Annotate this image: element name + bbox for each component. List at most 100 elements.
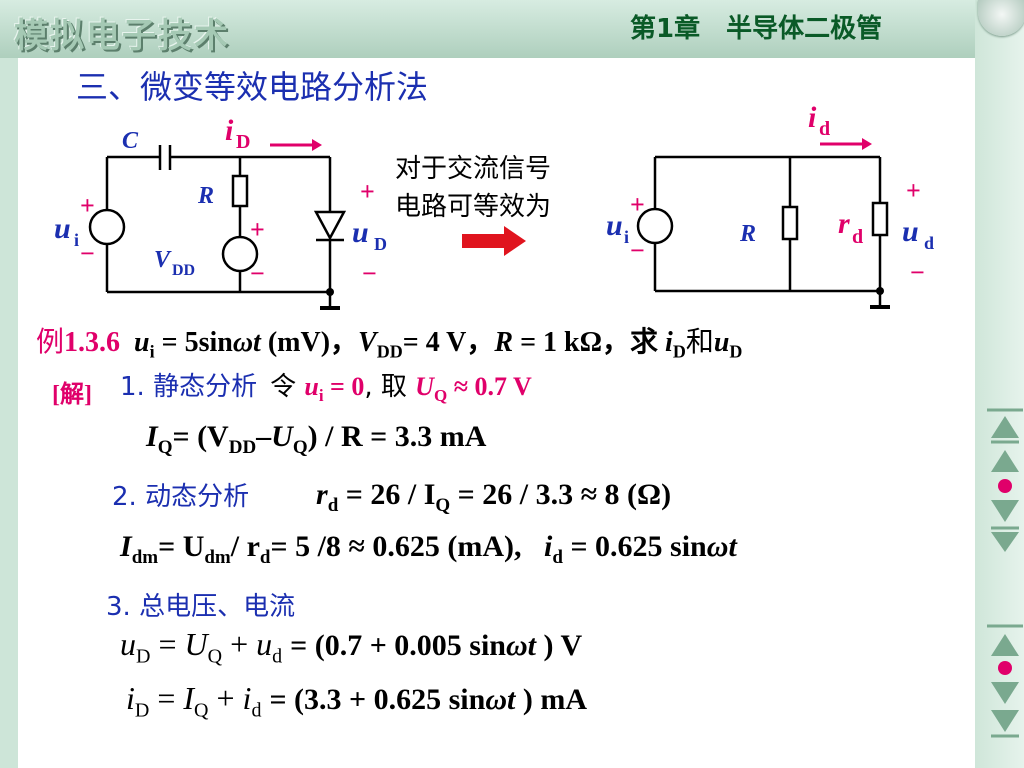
left-rail bbox=[0, 58, 18, 768]
home-dot-icon[interactable] bbox=[998, 479, 1012, 493]
rd-tail: = 26 / 3.3 ≈ 8 (Ω) bbox=[450, 478, 672, 511]
r-symbol: R bbox=[494, 327, 514, 358]
corner-ornament bbox=[978, 0, 1024, 36]
last-page-icon[interactable] bbox=[991, 526, 1019, 552]
vdd-minus: − bbox=[250, 259, 265, 288]
r-value: = 1 kΩ，求 bbox=[513, 327, 666, 358]
ud-symbol: u bbox=[713, 327, 730, 358]
id-small-symbol: i bbox=[544, 530, 553, 563]
idm-b: / r bbox=[230, 530, 260, 563]
step1-label: 1. 静态分析 bbox=[120, 372, 258, 402]
rd-iq-sub: Q bbox=[435, 495, 451, 516]
omega-t-4: ωt bbox=[485, 683, 516, 716]
next-page-icon[interactable] bbox=[991, 500, 1019, 522]
equivalence-line-2: 电路可等效为 bbox=[395, 192, 552, 222]
label-rd-sub: d bbox=[852, 226, 863, 248]
ud-minus: − bbox=[362, 259, 377, 288]
example-number: 1.3.6 bbox=[64, 327, 121, 358]
ud-total-symbol: u bbox=[120, 626, 136, 662]
iq-part-a: = (V bbox=[172, 420, 229, 453]
ui-plus: + bbox=[80, 191, 95, 220]
step1-cond: 令 bbox=[270, 372, 305, 402]
step1-line: 1. 静态分析 令 ui = 0, 取 UQ ≈ 0.7 V bbox=[120, 366, 532, 406]
label-c: C bbox=[122, 128, 139, 154]
iq-formula: IQ= (VDD–UQ) / R = 3.3 mA bbox=[146, 420, 486, 459]
ud-total: uD = UQ + ud = (0.7 + 0.005 sinωt ) V bbox=[120, 626, 583, 668]
step1-ui0: = 0 bbox=[323, 372, 365, 401]
ud-total-sub: D bbox=[136, 645, 151, 668]
prev-section-icon[interactable] bbox=[991, 634, 1019, 656]
iq-symbol: I bbox=[146, 420, 158, 453]
vdd-value: = 4 V， bbox=[402, 327, 495, 358]
next-section-icon[interactable] bbox=[991, 682, 1019, 704]
idm-symbol: I bbox=[120, 530, 132, 563]
label-ud-sub: D bbox=[374, 234, 387, 254]
step2-label: 2. 动态分析 bbox=[112, 482, 250, 512]
menu-dot-icon[interactable] bbox=[998, 661, 1012, 675]
rd-formula: rd = 26 / IQ = 26 / 3.3 ≈ 8 (Ω) bbox=[316, 478, 671, 517]
first-page-icon[interactable] bbox=[991, 416, 1019, 444]
ud-plus: + bbox=[360, 177, 375, 206]
label-r: R bbox=[197, 183, 214, 209]
ud-total-uq-sub: Q bbox=[207, 645, 223, 668]
ud-total-unit: ) V bbox=[536, 629, 583, 662]
id-total-iq: I bbox=[183, 680, 195, 716]
ui-right-plus: + bbox=[630, 190, 645, 219]
label-ud-small: u bbox=[902, 215, 919, 248]
rd-sub: d bbox=[327, 495, 339, 516]
circuit-left: C i D R V DD + − u i + − + u D − bbox=[54, 114, 387, 310]
id-small-expr: = 0.625 sin bbox=[562, 530, 707, 563]
header-bar: 模拟电子技术 第1章 半导体二极管 bbox=[0, 0, 1024, 58]
end-icon[interactable] bbox=[991, 710, 1019, 738]
step1-take: , 取 bbox=[364, 372, 416, 402]
ud-symbol-sub: D bbox=[729, 341, 743, 362]
iq-vdd-sub: DD bbox=[228, 437, 257, 458]
id-total-value: = (3.3 + 0.625 sin bbox=[269, 683, 486, 716]
label-id-small-sub: d bbox=[819, 118, 830, 140]
prev-page-icon[interactable] bbox=[991, 450, 1019, 472]
uq-symbol: U bbox=[415, 372, 434, 401]
ud-total-uq: U bbox=[184, 626, 208, 662]
rd-part-a: = 26 / I bbox=[338, 478, 436, 511]
example-line: 例1.3.6 ui = 5sinωt (mV)，VDD= 4 V，R = 1 k… bbox=[36, 320, 742, 363]
example-prefix: 例 bbox=[36, 325, 65, 358]
step1-ui-sub: i bbox=[318, 386, 324, 406]
label-ud: u bbox=[352, 216, 369, 249]
step1-uq: ≈ 0.7 V bbox=[447, 372, 532, 401]
arrow-right-icon bbox=[462, 226, 526, 256]
solution-tag: [解] bbox=[52, 382, 92, 408]
chapter-title: 第1章 半导体二极管 bbox=[630, 14, 883, 44]
id-total-unit: ) mA bbox=[515, 683, 587, 716]
ud-total-ud: u bbox=[256, 626, 273, 662]
rd-symbol: r bbox=[316, 478, 328, 511]
vdd-plus: + bbox=[250, 215, 265, 244]
ui-right-minus: − bbox=[630, 236, 645, 265]
ui-expression: = 5sin bbox=[154, 327, 233, 358]
id-total-sub: D bbox=[134, 699, 150, 722]
ud-right-minus: − bbox=[910, 258, 925, 287]
right-rail bbox=[975, 0, 1024, 768]
iq-uq: U bbox=[271, 420, 293, 453]
label-r-right: R bbox=[739, 221, 756, 247]
omega-t-3: ωt bbox=[505, 629, 537, 662]
label-ui-sub: i bbox=[74, 230, 79, 250]
idm-sub: dm bbox=[131, 547, 159, 568]
step3-label: 3. 总电压、电流 bbox=[106, 592, 296, 622]
label-ui-right: u bbox=[606, 209, 623, 242]
label-rd: r bbox=[838, 207, 850, 240]
label-ud-small-sub: d bbox=[924, 233, 934, 253]
ui-unit: (mV)， bbox=[260, 327, 359, 358]
id-small-sub: d bbox=[552, 547, 563, 568]
label-id-small: i bbox=[808, 101, 817, 134]
section-title: 三、微变等效电路分析法 bbox=[76, 68, 429, 106]
iq-tail: ) / R = 3.3 mA bbox=[307, 420, 487, 453]
circuit-right: i d u i + − R r d + u d − bbox=[606, 101, 934, 309]
id-total: iD = IQ + id = (3.3 + 0.625 sinωt ) mA bbox=[126, 680, 587, 722]
id-symbol: i bbox=[665, 327, 673, 358]
idm-a: = U bbox=[158, 530, 205, 563]
omega-t-2: ωt bbox=[706, 530, 737, 563]
label-vdd: V bbox=[154, 247, 172, 273]
omega-t-1: ωt bbox=[232, 327, 261, 358]
ud-right-plus: + bbox=[906, 176, 921, 205]
id-total-iq-sub: Q bbox=[194, 699, 209, 722]
